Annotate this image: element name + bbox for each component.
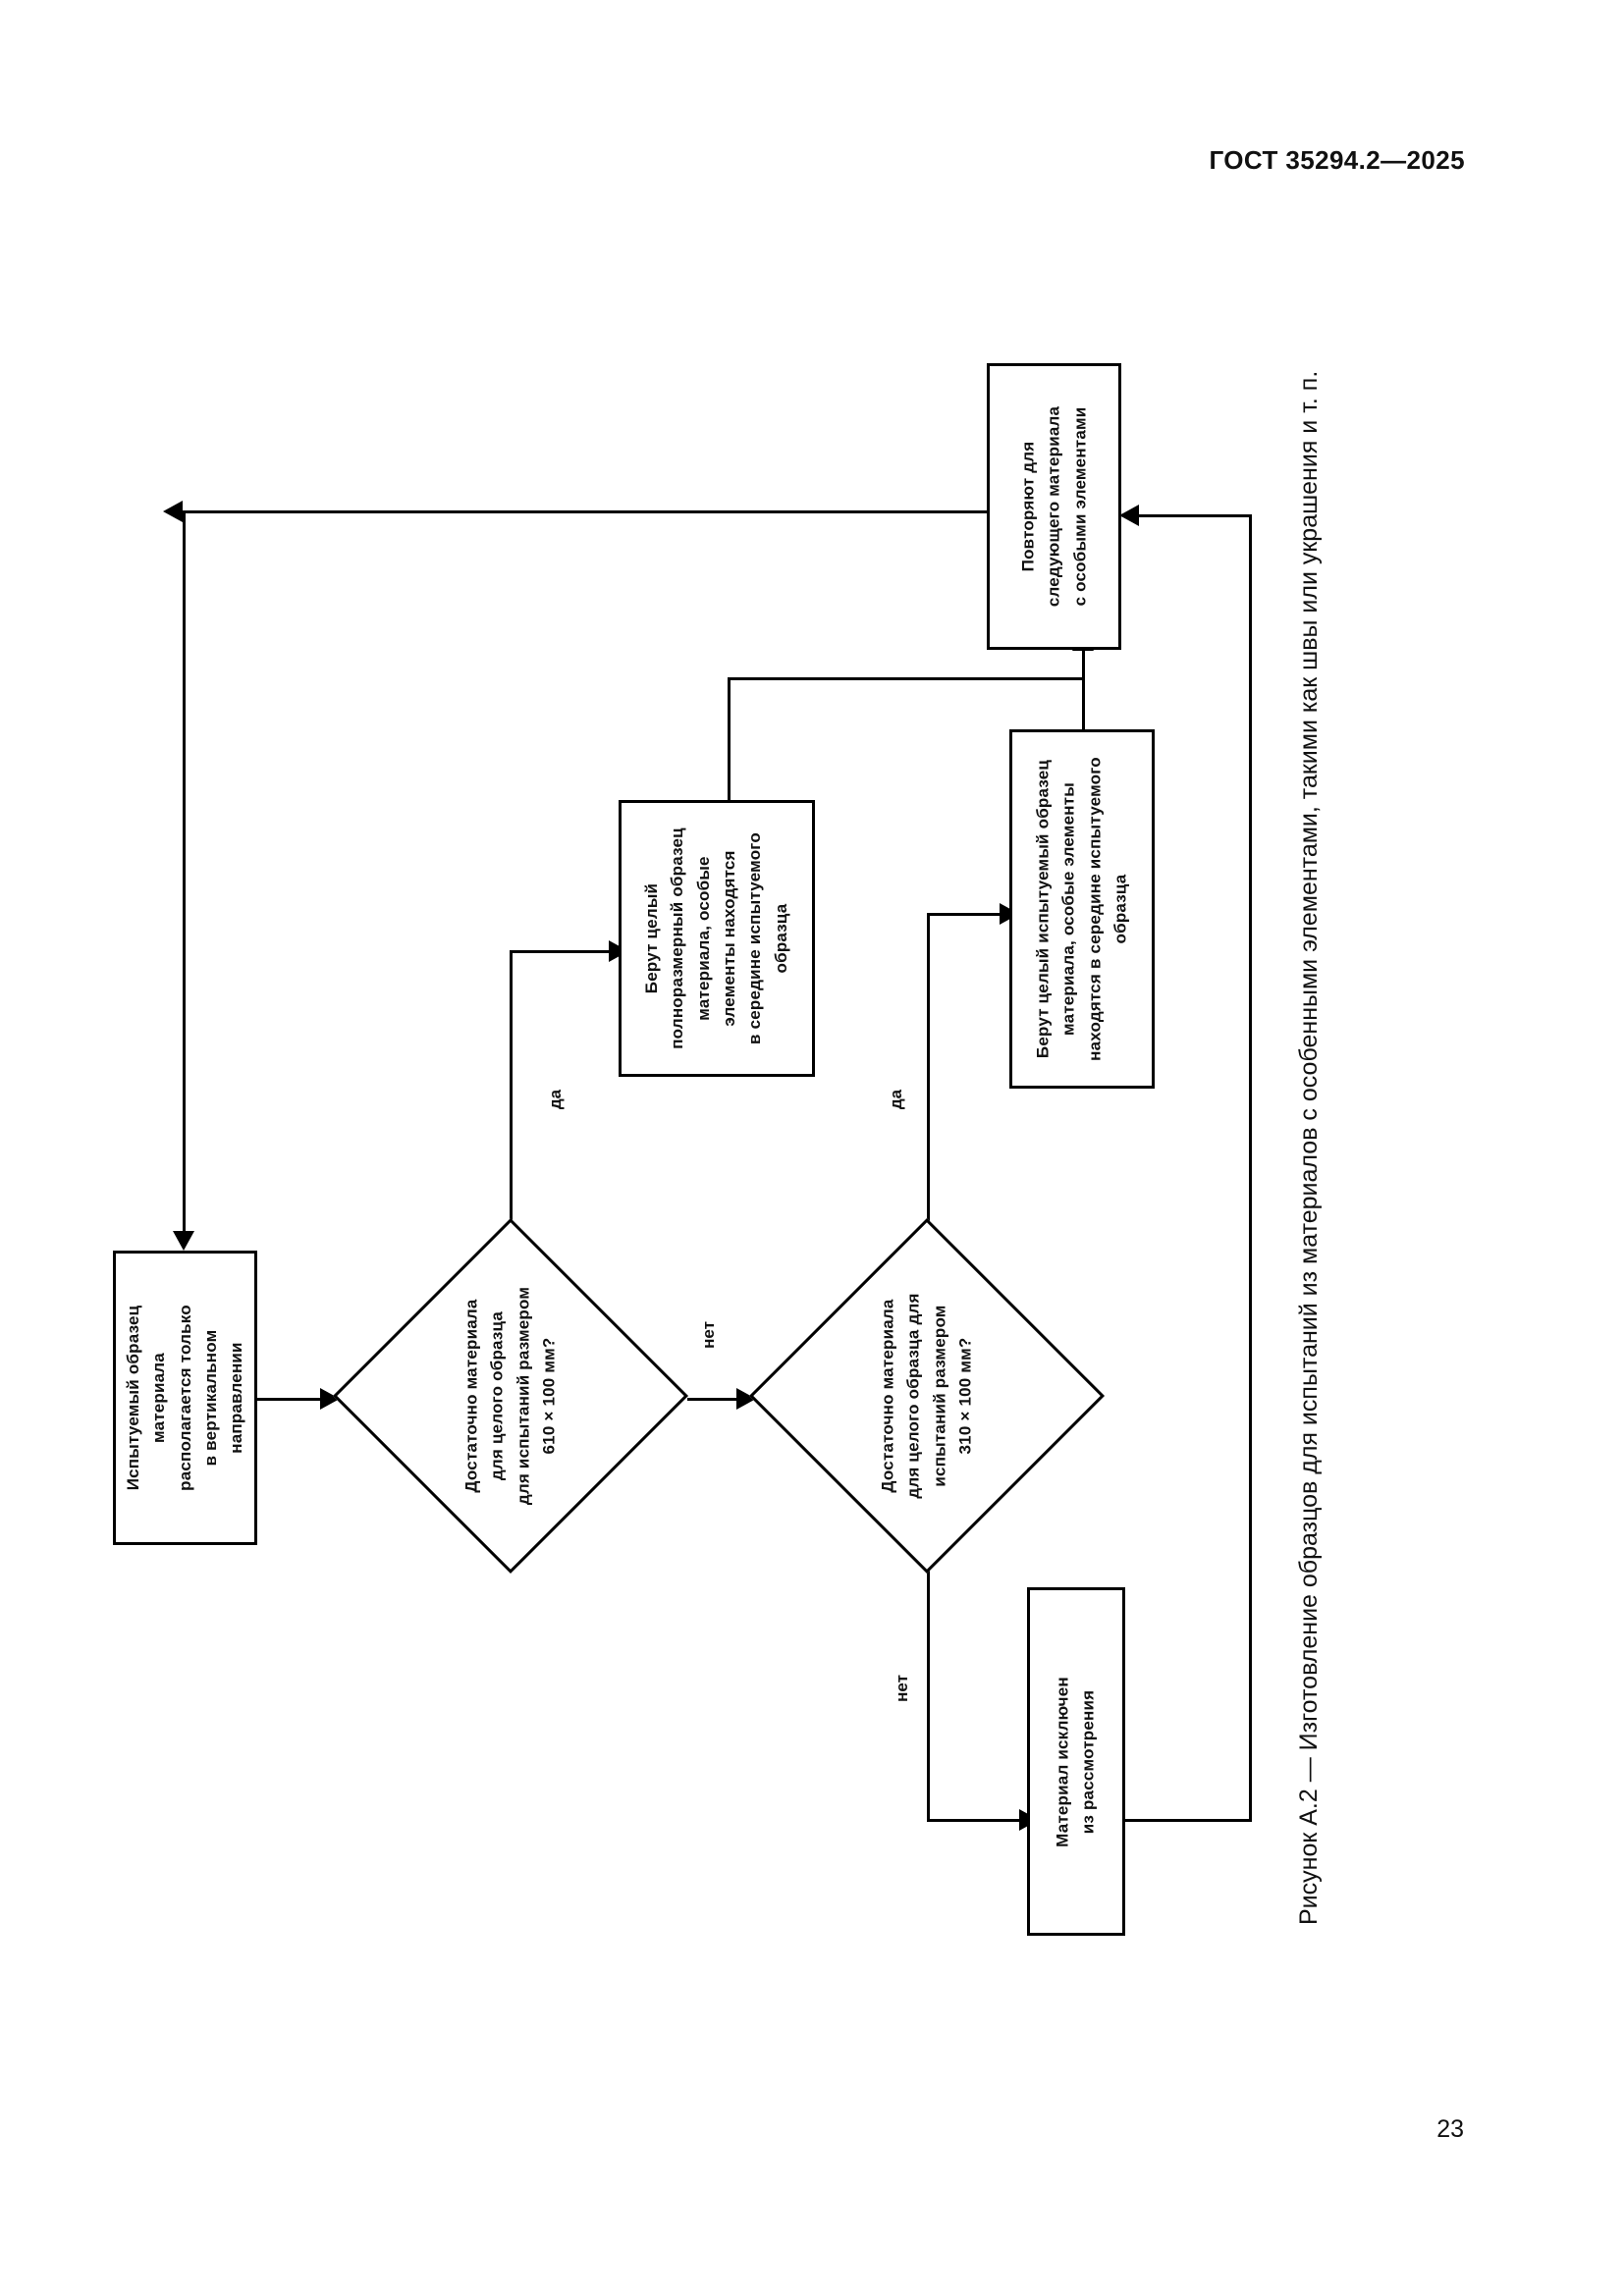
connector-excluded-to-top-horizontal [1124, 1819, 1252, 1822]
excluded-line-1: Материал исключен [1053, 1676, 1072, 1847]
repeat-line-1: Повторяют для [1017, 441, 1037, 572]
whole-line-4: образца [1110, 874, 1130, 944]
d310-line-1: Достаточно материала [878, 1299, 897, 1493]
connector-start-to-decision610 [257, 1398, 334, 1401]
connector-decision310-no-vertical [927, 1567, 930, 1822]
d610-line-2: для целого образца [487, 1310, 507, 1481]
whole-line-1: Берут целый испытуемый образец [1033, 759, 1053, 1059]
node-excluded-label: Материал исключен из рассмотрения [1051, 1677, 1103, 1847]
fullsize-line-1: Берут целый [641, 882, 661, 994]
arrowhead-into-start-box [173, 1231, 194, 1251]
figure-caption: Рисунок А.2 — Изготовление образцов для … [1295, 370, 1323, 1925]
d310-line-2: для целого образца для [903, 1293, 923, 1499]
start-line-2: материала [148, 1353, 168, 1443]
whole-line-3: находятся в середине испытуемого [1085, 757, 1104, 1061]
fullsize-line-5: в середине испытуемого [745, 832, 765, 1044]
node-repeat-label: Повторяют для следующего материала с осо… [1015, 406, 1093, 607]
connector-repeat-to-start-horizontal [183, 510, 998, 513]
fullsize-line-3: материала, особые [693, 856, 713, 1021]
d310-line-4: 310 × 100 мм? [955, 1337, 975, 1455]
connector-fullsize-to-repeat-horizontal [728, 677, 1085, 680]
connector-fullsize-to-repeat-vertical [728, 677, 731, 800]
fullsize-line-6: образца [771, 903, 790, 974]
connector-decision310-yes-horizontal [927, 913, 1009, 916]
connector-repeat-to-start-vertical [183, 510, 186, 1237]
node-repeat-box[interactable]: Повторяют для следующего материала с осо… [987, 363, 1121, 650]
node-start-label: Испытуемый образец материала располагает… [121, 1305, 250, 1491]
d610-line-1: Достаточно материала [461, 1299, 481, 1493]
connector-decision610-no [687, 1398, 748, 1401]
node-decision-310-diamond[interactable]: Достаточно материала для целого образца … [749, 1218, 1105, 1574]
start-line-3: располагается только [175, 1305, 194, 1491]
whole-line-2: материала, особые элементы [1058, 782, 1078, 1036]
fullsize-line-4: элементы находятся [720, 850, 738, 1027]
start-line-1: Испытуемый образец [123, 1305, 142, 1491]
node-start-box[interactable]: Испытуемый образец материала располагает… [113, 1251, 257, 1545]
d310-line-3: испытаний размером [930, 1305, 948, 1487]
edge-label-yes-310: да [887, 1089, 906, 1110]
node-full-size-specimen-label: Берут целый полноразмерный образец матер… [639, 828, 794, 1049]
node-excluded-box[interactable]: Материал исключен из рассмотрения [1027, 1587, 1125, 1936]
d610-line-3: для испытаний размером [514, 1286, 532, 1506]
edge-label-no-310: нет [892, 1675, 911, 1702]
repeat-line-2: следующего материала [1044, 405, 1063, 608]
connector-whole-specimen-to-repeat [1082, 651, 1085, 729]
connector-decision610-yes-vertical [510, 950, 513, 1230]
connector-excluded-to-top-vertical [1249, 514, 1252, 1822]
arrowhead-repeat-to-start [163, 501, 183, 522]
d610-line-4: 610 × 100 мм? [539, 1337, 559, 1455]
connector-top-right-horizontal [1139, 514, 1252, 517]
fullsize-line-2: полноразмерный образец [668, 828, 687, 1049]
node-decision-310-label: Достаточно материала для целого образца … [875, 1293, 978, 1498]
node-whole-specimen-label: Берут целый испытуемый образец материала… [1030, 757, 1133, 1061]
edge-label-no-610: нет [698, 1321, 718, 1349]
connector-decision610-yes-horizontal [510, 950, 618, 953]
node-full-size-specimen-box[interactable]: Берут целый полноразмерный образец матер… [619, 800, 815, 1077]
page-number: 23 [1436, 2115, 1464, 2143]
repeat-line-3: с особыми элементами [1069, 406, 1089, 607]
excluded-line-2: из рассмотрения [1079, 1689, 1098, 1834]
node-decision-610-diamond[interactable]: Достаточно материала для целого образца … [333, 1218, 688, 1574]
arrowhead-top-right-return [1119, 505, 1139, 526]
edge-label-yes-610: да [546, 1089, 566, 1110]
start-line-5: направлении [227, 1342, 246, 1454]
connector-decision310-no-horizontal [927, 1819, 1029, 1822]
document-header: ГОСТ 35294.2—2025 [1209, 145, 1465, 175]
connector-decision310-yes-vertical [927, 913, 930, 1232]
node-whole-specimen-box[interactable]: Берут целый испытуемый образец материала… [1009, 729, 1155, 1089]
node-decision-610-label: Достаточно материала для целого образца … [459, 1287, 562, 1505]
start-line-4: в вертикальном [200, 1329, 220, 1467]
